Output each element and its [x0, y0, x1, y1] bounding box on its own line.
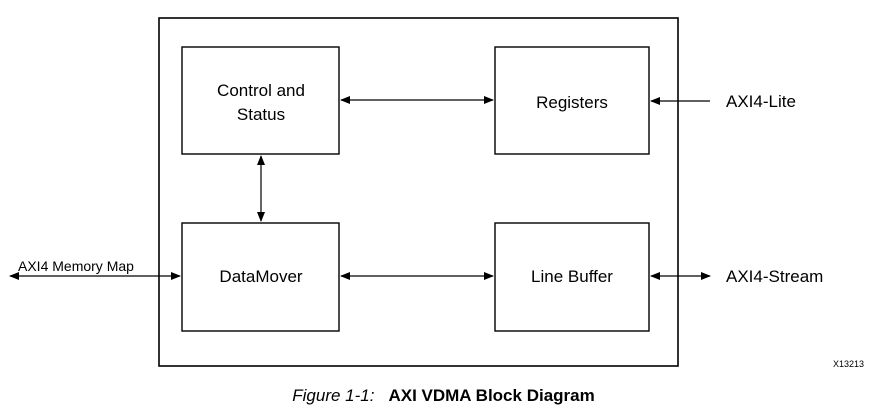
figure-number: Figure 1-1: — [292, 386, 375, 405]
figure-title: AXI VDMA Block Diagram — [388, 386, 595, 405]
datamover-label: DataMover — [219, 267, 302, 286]
control-status-label-line2: Status — [237, 105, 285, 124]
control-status-label-line1: Control and — [217, 81, 305, 100]
axi4-stream-label: AXI4-Stream — [726, 267, 823, 286]
registers-label: Registers — [536, 93, 608, 112]
line-buffer-block: Line Buffer — [494, 222, 650, 332]
vdma-outer-boundary — [158, 17, 679, 367]
datamover-block: DataMover — [181, 222, 340, 332]
line-buffer-label: Line Buffer — [531, 267, 613, 286]
control-status-block: Control and Status — [181, 46, 340, 155]
figure-caption: Figure 1-1: AXI VDMA Block Diagram — [0, 386, 887, 406]
registers-block: Registers — [494, 46, 650, 155]
figure-code: X13213 — [833, 359, 864, 369]
axi4-lite-label: AXI4-Lite — [726, 92, 796, 111]
block-diagram: Control and Status Registers DataMover L… — [9, 17, 864, 369]
axi4-memory-map-label: AXI4 Memory Map — [18, 258, 134, 274]
